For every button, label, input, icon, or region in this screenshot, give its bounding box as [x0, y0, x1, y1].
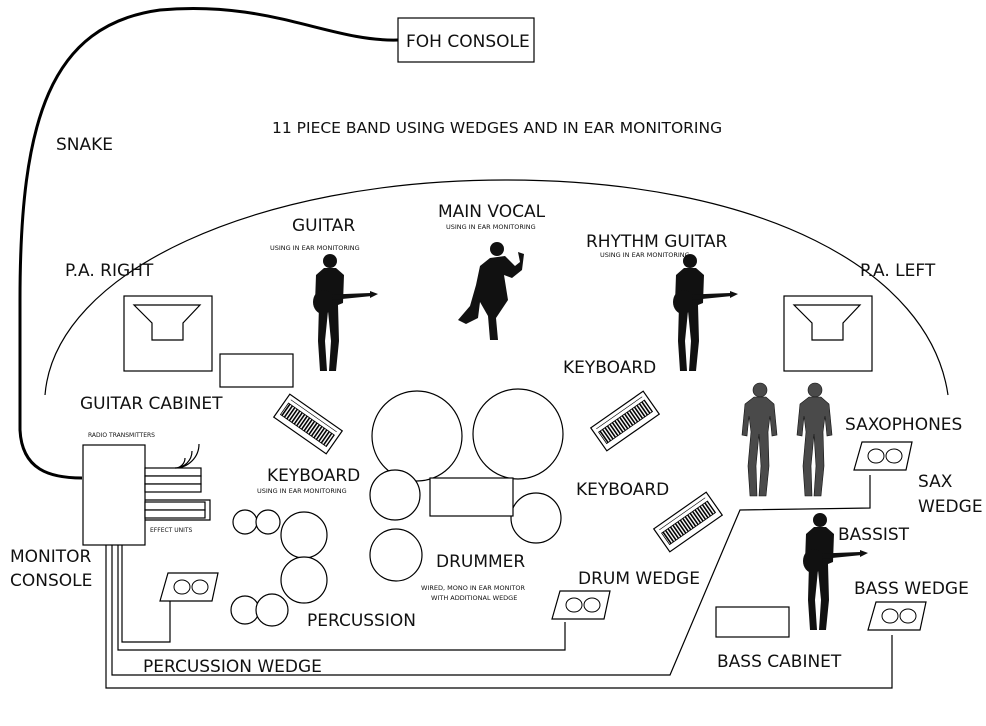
keyboard-top-right-label: KEYBOARD	[563, 358, 656, 378]
radio-transmitter-rack	[144, 443, 202, 493]
radio-transmitters-label: RADIO TRANSMITTERS	[88, 432, 155, 439]
keyboard-left-label: KEYBOARD	[267, 466, 360, 486]
guitar-note: USING IN EAR MONITORING	[270, 244, 360, 252]
effect-units-rack	[144, 499, 211, 521]
sax-wedge-label-1: SAX	[918, 472, 953, 492]
keyboard-left-note: USING IN EAR MONITORING	[257, 487, 347, 495]
rhythm-guitar-label: RHYTHM GUITAR	[586, 232, 728, 252]
rhythm-guitarist-figure	[673, 254, 738, 371]
bass-cabinet-label: BASS CABINET	[717, 652, 842, 672]
sax-player-1	[741, 382, 778, 497]
guitar-cabinet-box	[219, 353, 294, 388]
percussion-wedge-label: PERCUSSION WEDGE	[143, 657, 322, 677]
keyboard-left	[273, 393, 343, 455]
drum-kit	[369, 388, 564, 582]
bass-wedge-label: BASS WEDGE	[854, 579, 969, 599]
drum-wedge	[551, 590, 611, 620]
snake-label: SNAKE	[56, 135, 113, 155]
page-title: 11 PIECE BAND USING WEDGES AND IN EAR MO…	[272, 119, 722, 137]
pa-left-label: P.A. LEFT	[860, 261, 936, 281]
drummer-note-2: WITH ADDITIONAL WEDGE	[431, 594, 517, 602]
saxophones-label: SAXOPHONES	[845, 415, 962, 435]
drummer-label: DRUMMER	[436, 552, 525, 572]
keyboard-mid-right-label: KEYBOARD	[576, 480, 669, 500]
monitor-console-box	[82, 444, 146, 546]
guitar-label: GUITAR	[292, 216, 355, 236]
percussion-wedge	[159, 572, 219, 602]
bass-wedge	[867, 601, 927, 631]
keyboard-mid-right	[653, 491, 723, 553]
pa-right-speaker	[123, 295, 213, 372]
sax-wedge	[853, 441, 913, 471]
drummer-note-1: WIRED, MONO IN EAR MONITOR	[421, 584, 525, 592]
sax-player-2	[796, 382, 833, 497]
pa-right-label: P.A. RIGHT	[65, 261, 154, 281]
rhythm-guitar-note: USING IN EAR MONITORING	[600, 251, 690, 259]
monitor-console-label-2: CONSOLE	[10, 571, 92, 591]
percussion-kit	[230, 509, 328, 627]
guitar-cabinet-label: GUITAR CABINET	[80, 394, 223, 414]
main-vocal-note: USING IN EAR MONITORING	[446, 223, 536, 231]
foh-console-label: FOH CONSOLE	[406, 32, 530, 52]
snake-cable	[18, 7, 399, 480]
pa-left-speaker	[783, 295, 873, 372]
sax-wedge-label-2: WEDGE	[918, 497, 983, 517]
main-vocal-label: MAIN VOCAL	[438, 202, 546, 222]
percussion-label: PERCUSSION	[307, 611, 416, 631]
foh-console-box	[397, 17, 535, 63]
bassist-label: BASSIST	[838, 525, 910, 545]
bass-cabinet-box	[715, 606, 790, 638]
keyboard-top-right	[590, 390, 660, 452]
stage-outline	[44, 179, 949, 396]
main-vocalist-figure	[458, 242, 524, 340]
monitor-cables	[105, 475, 893, 689]
guitarist-figure	[313, 254, 378, 371]
effect-units-label: EFFECT UNITS	[150, 527, 193, 534]
monitor-console-label-1: MONITOR	[10, 547, 92, 567]
drum-wedge-label: DRUM WEDGE	[578, 569, 700, 589]
